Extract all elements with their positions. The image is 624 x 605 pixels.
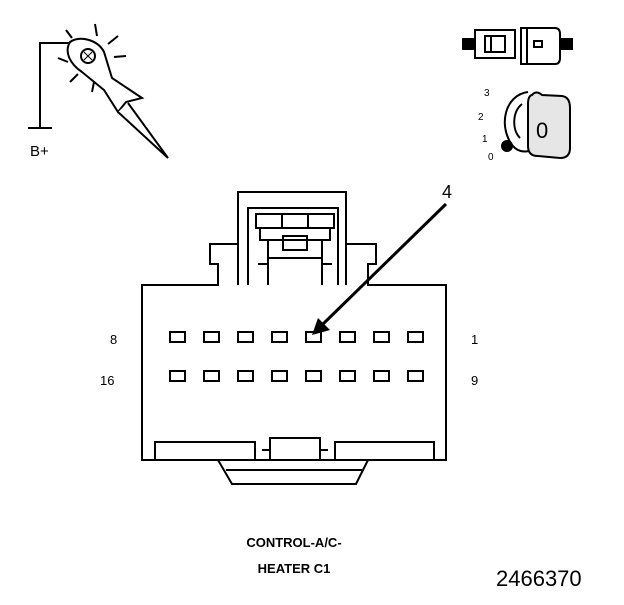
ignition-position-0: 0 [488,152,494,163]
ignition-key-icon [501,91,571,160]
connector-outline [141,191,447,485]
connector-title-line2: HEATER C1 [258,561,331,576]
pin-cavity-7 [203,331,220,343]
pin-label-9: 9 [471,373,478,388]
pin-cavity-12 [305,370,322,382]
pin-label-8: 8 [110,332,117,347]
ignition-position-2: 2 [478,112,484,123]
pin-label-16: 16 [100,373,114,388]
pin-cavity-2 [373,331,390,343]
callout-number: 4 [442,182,452,202]
ignition-key-label: 0 [536,118,548,143]
pin-cavity-16 [169,370,186,382]
figure-number: 2466370 [496,566,582,591]
pin-cavity-5 [271,331,288,343]
test-light-probe-icon [28,23,169,159]
ignition-position-1: 1 [482,134,488,145]
pin-cavity-1 [407,331,424,343]
pin-cavity-14 [237,370,254,382]
pin-cavity-3 [339,331,356,343]
callout-arrow [312,202,448,335]
disconnected-connector-icon [462,27,573,65]
connector-pins [169,331,424,382]
pin-cavity-13 [271,370,288,382]
pin-cavity-11 [339,370,356,382]
pin-cavity-15 [203,370,220,382]
pin-cavity-6 [237,331,254,343]
pin-label-1: 1 [471,332,478,347]
probe-label: B+ [30,143,49,160]
pin-cavity-9 [407,370,424,382]
ignition-position-3: 3 [484,88,490,99]
connector-title-line1: CONTROL-A/C- [246,535,341,550]
pin-cavity-10 [373,370,390,382]
pin-cavity-8 [169,331,186,343]
